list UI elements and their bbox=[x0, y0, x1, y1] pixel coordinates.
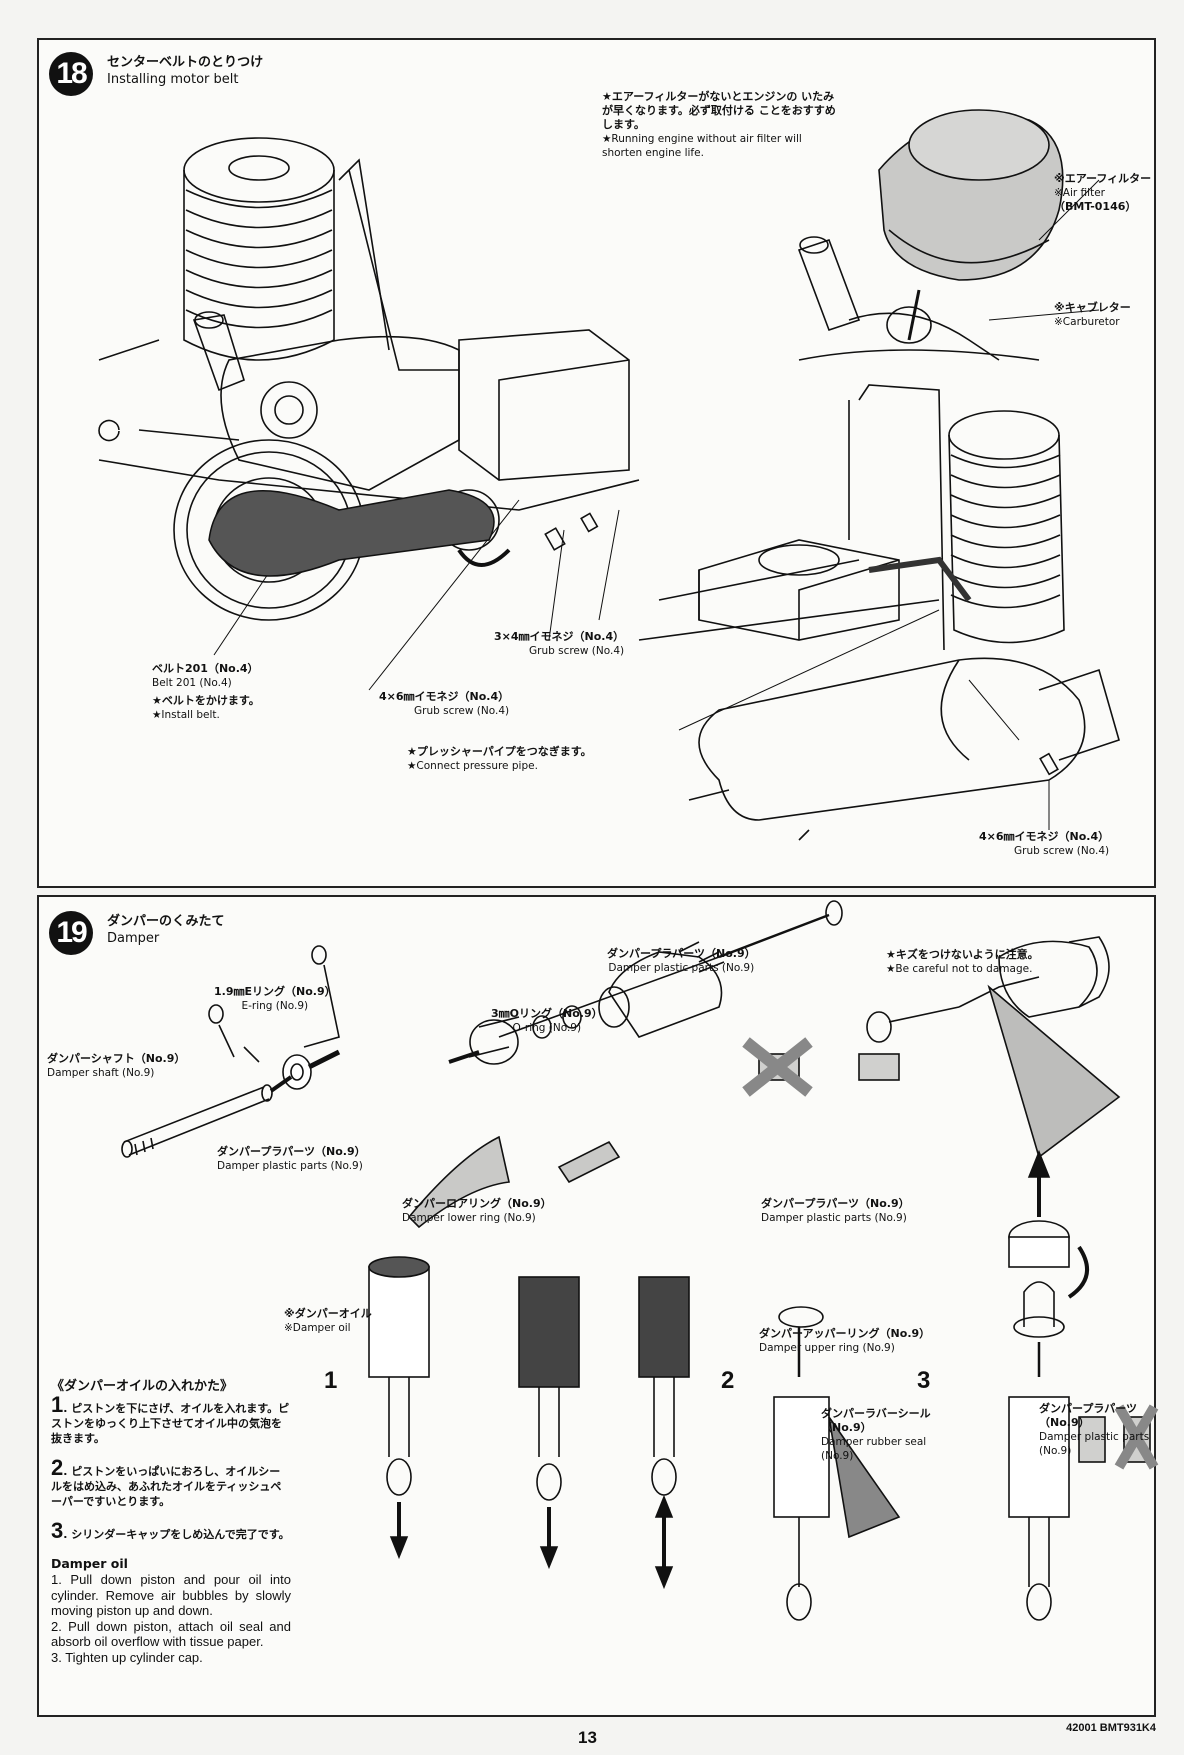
step-title-en: Installing motor belt bbox=[107, 72, 239, 87]
damper-cylinder-step1c bbox=[638, 1276, 690, 1590]
damper-oil-instructions: 《ダンパーオイルの入れかた》 1. ピストンを下にさげ、オイルを入れます。ピスト… bbox=[51, 1379, 291, 1665]
instructions-heading-jp: 《ダンパーオイルの入れかた》 bbox=[51, 1379, 234, 1394]
careful-note: ★キズをつけないように注意。 ★Be careful not to damage… bbox=[886, 948, 1039, 975]
instruction-step-jp: 1. ピストンを下にさげ、オイルを入れます。ピストンをゆっくり上下させてオイル中… bbox=[51, 1392, 290, 1446]
belt-label: ベルト201（No.4） Belt 201 (No.4) ★ベルトをかけます。 … bbox=[152, 662, 260, 721]
step-18-panel: 18 センターベルトのとりつけ Installing motor belt bbox=[37, 38, 1156, 888]
grub-screw-4x6-label: 4×6㎜イモネジ（No.4） Grub screw (No.4) bbox=[379, 690, 510, 717]
substep-number-1: 1 bbox=[324, 1367, 338, 1394]
step-title-jp: ダンパーのくみたて bbox=[107, 914, 225, 929]
substep-number-3: 3 bbox=[917, 1367, 931, 1394]
carburetor-label: ※キャブレター ※Carburetor bbox=[1054, 301, 1131, 328]
damper-assembly-illustration bbox=[121, 900, 1159, 1621]
step-number-badge: 19 bbox=[49, 911, 93, 955]
damper-plastic-parts-label-1: ダンパープラパーツ（No.9） Damper plastic parts (No… bbox=[217, 1145, 366, 1172]
step-title: ダンパーのくみたて Damper bbox=[107, 913, 225, 947]
damper-plastic-parts-label-3: ダンパープラパーツ（No.9） Damper plastic parts (No… bbox=[761, 1197, 910, 1224]
damper-cylinder-step2 bbox=[773, 1306, 901, 1621]
damper-oil-label: ※ダンパーオイル ※Damper oil bbox=[284, 1307, 372, 1334]
damper-plastic-parts-label-2: ダンパープラパーツ（No.9） Damper plastic parts (No… bbox=[607, 947, 756, 974]
damper-upper-ring-label: ダンパーアッパーリング（No.9） Damper upper ring (No.… bbox=[759, 1327, 931, 1354]
air-filter-illustration bbox=[797, 109, 1100, 361]
air-filter-label: ※エアーフィルター ※Air filter （BMT-0146） bbox=[1054, 172, 1152, 213]
damper-lower-ring-label: ダンパーロアリング（No.9） Damper lower ring (No.9) bbox=[402, 1197, 552, 1224]
damper-shaft-label: ダンパーシャフト（No.9） Damper shaft (No.9) bbox=[47, 1052, 186, 1079]
instructions-heading-en: Damper oil bbox=[51, 1556, 128, 1571]
e-ring-label: 1.9㎜Eリング（No.9） E-ring (No.9) bbox=[214, 985, 336, 1012]
damper-cylinder-step1b bbox=[518, 1276, 580, 1570]
page-number: 13 bbox=[578, 1728, 597, 1747]
engine-muffler-illustration bbox=[638, 384, 1120, 841]
instruction-step-jp: 2. ピストンをいっぱいにおろし、オイルシールをはめ込み、あふれたオイルをティッ… bbox=[51, 1455, 282, 1509]
wrong-orientation-x-icon-2 bbox=[1114, 1404, 1159, 1470]
engine-belt-illustration bbox=[98, 109, 1120, 841]
grub-screw-4x6-muffler-label: 4×6㎜イモネジ（No.4） Grub screw (No.4) bbox=[979, 830, 1110, 857]
document-code: 42001 BMT931K4 bbox=[1066, 1722, 1156, 1734]
instruction-step-en: 1. Pull down piston and pour oil into cy… bbox=[51, 1572, 291, 1618]
ball-end-pliers bbox=[866, 936, 1110, 1043]
damper-cylinder-step3 bbox=[1008, 1149, 1159, 1621]
pressure-pipe-note: ★プレッシャーパイプをつなぎます。 ★Connect pressure pipe… bbox=[407, 745, 592, 772]
step-title: センターベルトのとりつけ Installing motor belt bbox=[107, 54, 263, 88]
step-19-panel: 19 ダンパーのくみたて Damper bbox=[37, 895, 1159, 1717]
damper-shaft bbox=[121, 1084, 273, 1158]
substep-number-2: 2 bbox=[721, 1367, 735, 1394]
grub-screw-3x4-label: 3×4㎜イモネジ（No.4） Grub screw (No.4) bbox=[494, 630, 625, 657]
motor-belt bbox=[208, 489, 495, 577]
damper-cylinder-step1 bbox=[368, 1256, 430, 1560]
damper-plastic-parts-label-4: ダンパープラパーツ （No.9） Damper plastic parts (N… bbox=[1039, 1402, 1150, 1457]
engine-cylinder-fins bbox=[183, 137, 335, 361]
step-title-jp: センターベルトのとりつけ bbox=[107, 55, 264, 70]
instruction-step-en: 3. Tighten up cylinder cap. bbox=[51, 1649, 203, 1665]
instruction-step-en: 2. Pull down piston, attach oil seal and… bbox=[51, 1618, 291, 1650]
damper-rubber-seal-label: ダンパーラバーシール （No.9） Damper rubber seal (No… bbox=[821, 1407, 931, 1462]
wrong-orientation-x-icon bbox=[742, 1037, 813, 1097]
instruction-step-jp: 3. シリンダーキャップをしめ込んで完了です。 bbox=[51, 1518, 290, 1543]
step-title-en: Damper bbox=[107, 931, 160, 946]
air-filter-warning: ★エアーフィルターがないとエンジンの いたみが早くなります。必ず取付ける ことを… bbox=[602, 90, 836, 159]
damper-cylinder-exploded bbox=[448, 900, 843, 1065]
o-ring-label: 3㎜Oリング（No.9） O-ring (No.9) bbox=[491, 1007, 603, 1034]
step-number-badge: 18 bbox=[49, 52, 93, 96]
